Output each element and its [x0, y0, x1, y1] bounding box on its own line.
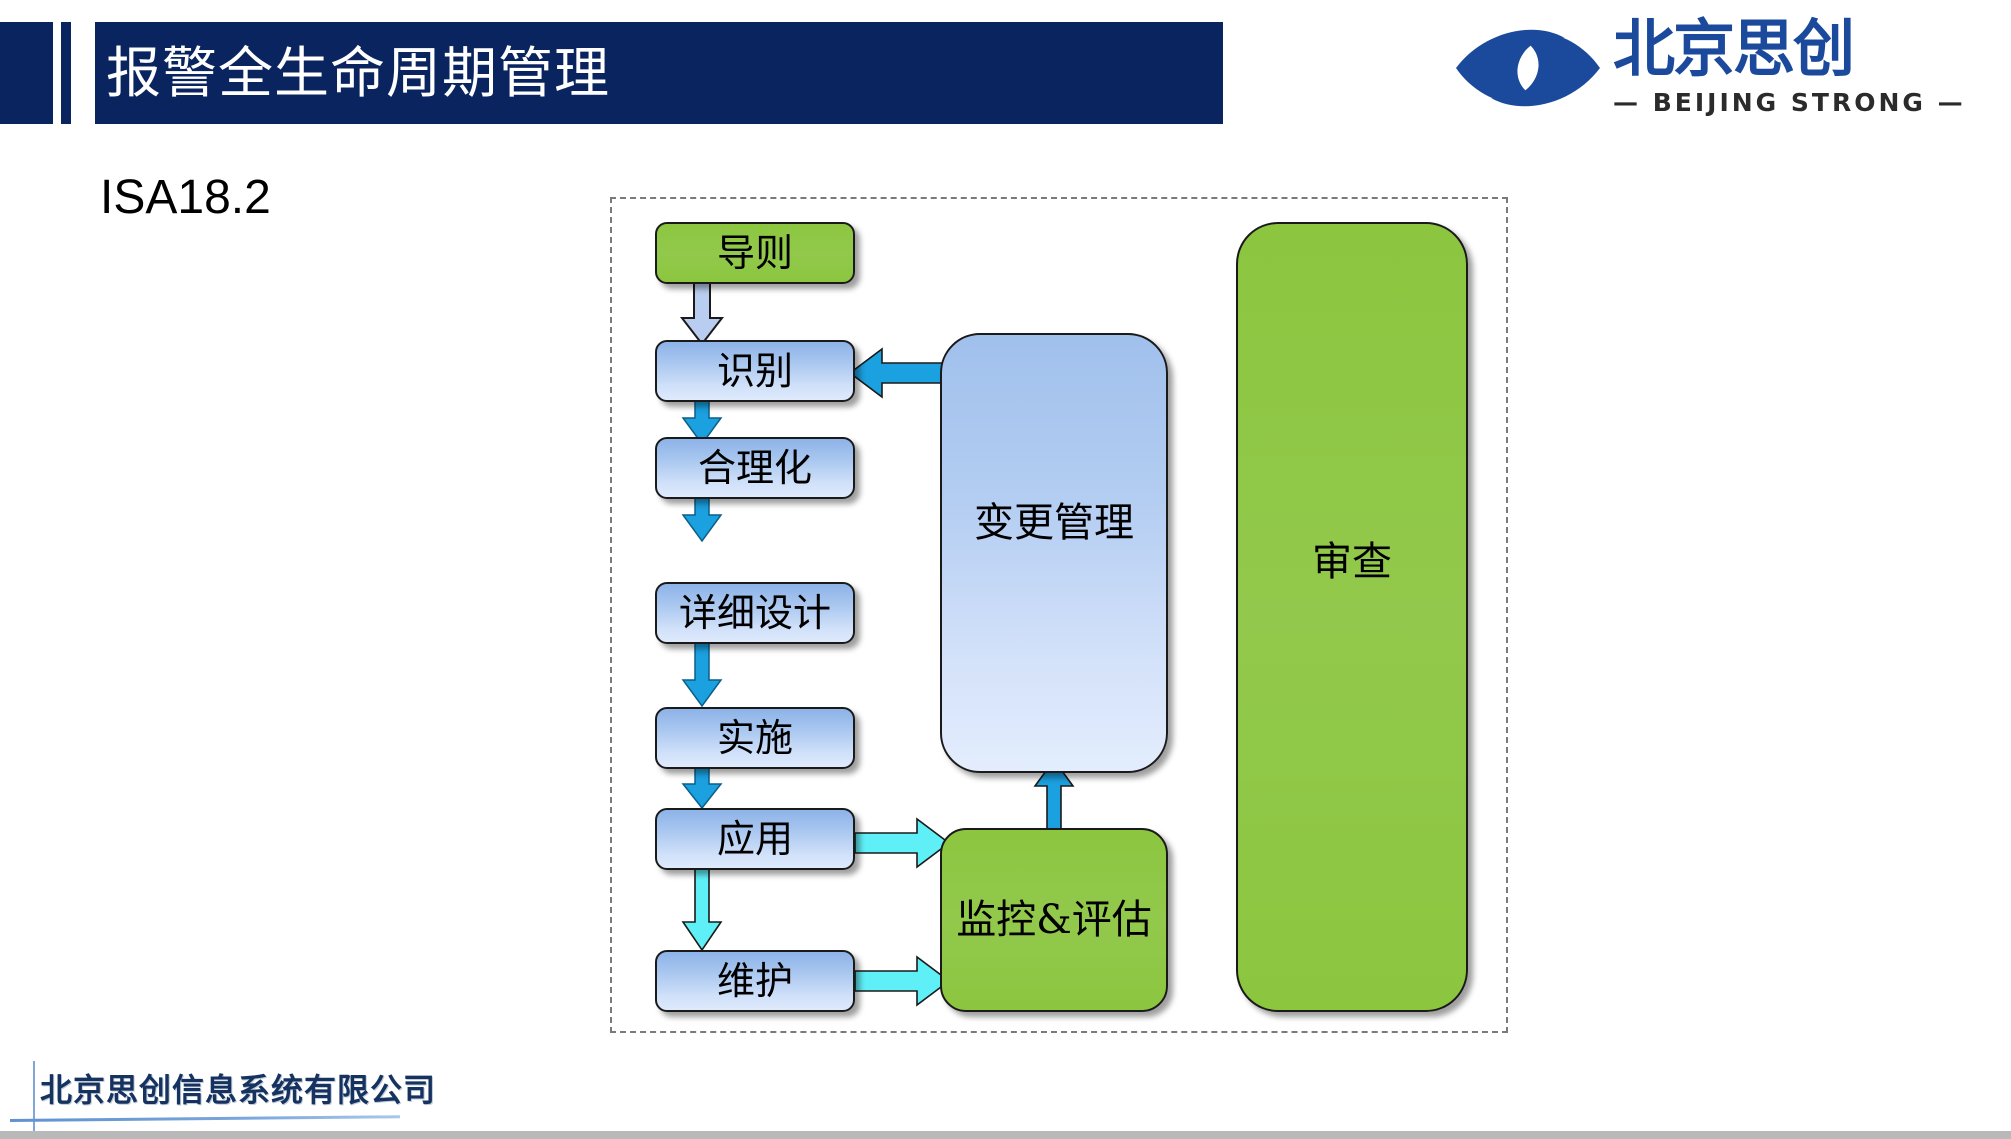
- node-audit[interactable]: 审查: [1236, 222, 1468, 1012]
- arrow-change-management-to-identify: [848, 345, 949, 401]
- standard-label: ISA18.2: [100, 171, 271, 224]
- node-maintain[interactable]: 维护: [655, 950, 855, 1012]
- node-detail-design-label: 详细设计: [678, 591, 831, 635]
- node-guideline[interactable]: 导则: [655, 222, 855, 284]
- bottom-edge-band: [0, 1131, 2011, 1139]
- company-logo: 北京思创 — BEIJING STRONG —: [1453, 8, 1983, 128]
- node-monitor-assessment[interactable]: 监控&评估: [940, 828, 1168, 1012]
- arrow-guideline-to-identify: [672, 279, 732, 346]
- arrow-maintain-to-monitor: [854, 953, 951, 1009]
- node-identify[interactable]: 识别: [655, 340, 855, 402]
- node-monitor-assessment-label: 监控&评估: [956, 897, 1152, 943]
- footer-divider: [9, 1115, 400, 1122]
- logo-english-name: — BEIJING STRONG —: [1613, 88, 1966, 117]
- arrow-detail-design-to-implement: [676, 639, 728, 708]
- footer-tick-mark: [33, 1061, 35, 1133]
- node-maintain-label: 维护: [716, 959, 793, 1003]
- node-operate[interactable]: 应用: [655, 808, 855, 870]
- page-title: 报警全生命周期管理: [106, 41, 611, 105]
- title-bar-accent-block: [0, 22, 53, 124]
- node-rationalize[interactable]: 合理化: [655, 437, 855, 499]
- node-implement-label: 实施: [716, 716, 793, 760]
- diagram-boundary: [610, 197, 1508, 1033]
- node-implement[interactable]: 实施: [655, 707, 855, 769]
- node-detail-design[interactable]: 详细设计: [655, 582, 855, 644]
- arrow-operate-to-monitor: [854, 815, 951, 871]
- node-rationalize-label: 合理化: [697, 446, 812, 490]
- arrow-implement-to-operate: [676, 767, 728, 810]
- eye-swoosh-icon: [1453, 22, 1603, 114]
- node-change-management-label: 变更管理: [974, 500, 1134, 546]
- node-identify-label: 识别: [716, 349, 793, 393]
- title-bar-accent-stripe: [61, 22, 71, 124]
- node-audit-label: 审查: [1312, 539, 1392, 585]
- title-bar-main: [95, 22, 1223, 124]
- footer-company-name: 北京思创信息系统有限公司: [40, 1071, 437, 1109]
- slide-footer: 北京思创信息系统有限公司: [0, 1047, 2011, 1133]
- arrow-operate-to-maintain: [676, 867, 728, 952]
- logo-chinese-name: 北京思创: [1613, 12, 1855, 85]
- node-operate-label: 应用: [716, 817, 793, 861]
- node-change-management[interactable]: 变更管理: [940, 333, 1168, 773]
- node-guideline-label: 导则: [716, 231, 793, 275]
